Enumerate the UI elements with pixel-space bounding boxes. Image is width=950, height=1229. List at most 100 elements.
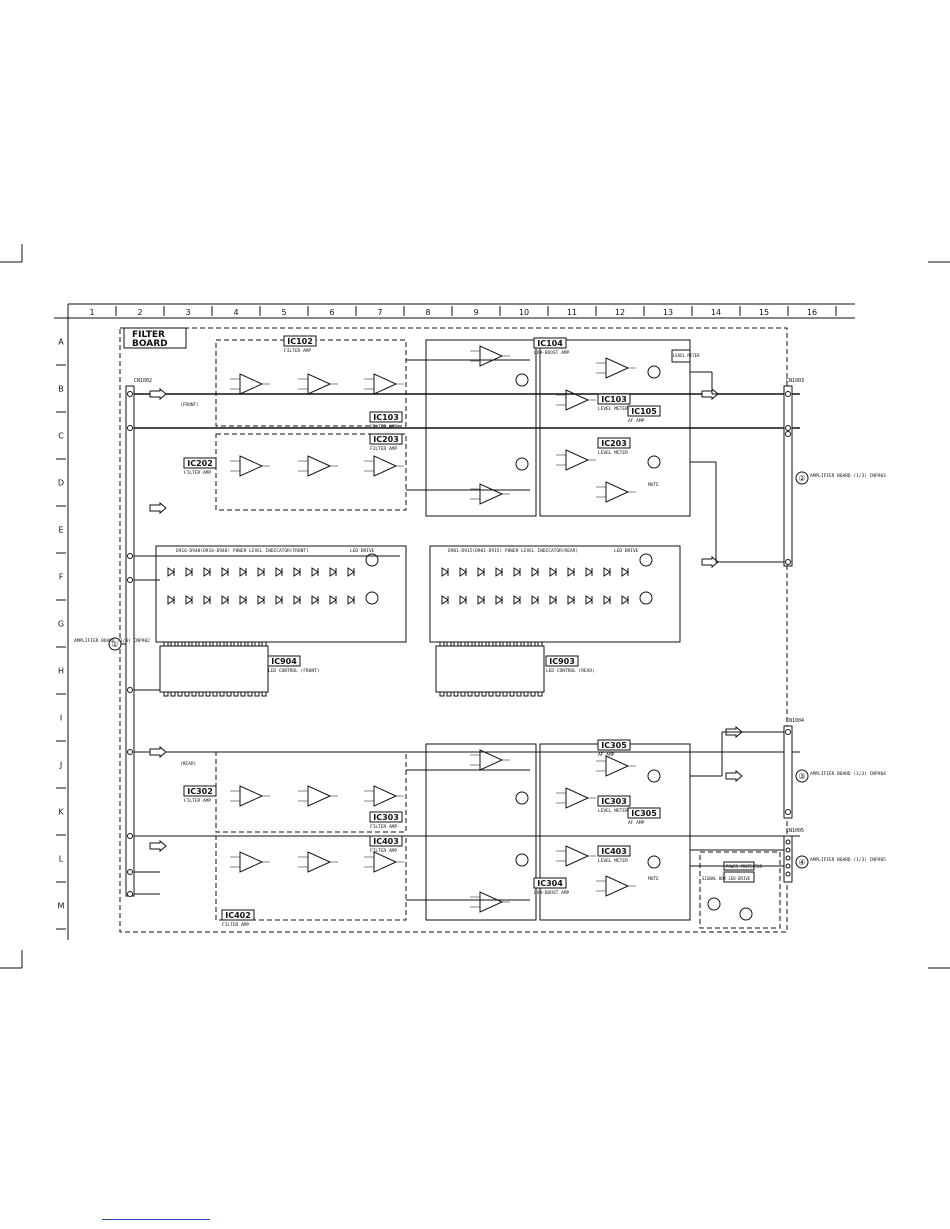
column-label: 5 xyxy=(281,308,286,317)
transistor-icon xyxy=(515,791,529,805)
ic-label: IC104 xyxy=(537,339,563,348)
ic-pin xyxy=(184,691,190,697)
op-amp-icon xyxy=(605,755,630,777)
row-label: G xyxy=(58,620,64,629)
right-connector-cn1004 xyxy=(783,725,793,819)
connector-tag-cn1003: CN1003 xyxy=(786,378,804,384)
ic-pin xyxy=(460,691,466,697)
ic-pin xyxy=(233,641,239,647)
ic-sublabel: FILTER AMP xyxy=(370,424,397,430)
led-icon xyxy=(585,567,593,577)
ic-pin xyxy=(481,641,487,647)
ic-pin xyxy=(502,641,508,647)
op-amp-icon xyxy=(239,785,264,807)
row-label: A xyxy=(58,338,64,347)
ic-label-box xyxy=(283,335,317,347)
op-amp-icon xyxy=(373,455,398,477)
ic-pin xyxy=(212,691,218,697)
op-amp-icon xyxy=(479,483,504,505)
footer-link-underline[interactable] xyxy=(102,1219,210,1220)
ic-pin xyxy=(226,641,232,647)
op-amp-icon xyxy=(605,357,630,379)
ic-label: IC402 xyxy=(225,911,251,920)
ic-pin xyxy=(254,641,260,647)
ic-sublabel: AF AMP xyxy=(628,820,645,826)
transistor-icon xyxy=(647,455,661,469)
transistor-icon xyxy=(515,457,529,471)
led-icon xyxy=(293,567,301,577)
ic-pin xyxy=(446,691,452,697)
led-icon xyxy=(603,595,611,605)
led-icon xyxy=(567,567,575,577)
row-label: K xyxy=(58,808,64,817)
ic-pin xyxy=(537,691,543,697)
led-matrix-rear xyxy=(429,545,681,693)
led-drive-rear-label: LED DRIVE xyxy=(614,548,639,554)
led-icon xyxy=(513,567,521,577)
board-outline xyxy=(119,327,788,933)
op-amp-icon xyxy=(239,373,264,395)
ic-pin xyxy=(439,641,445,647)
ic-pin xyxy=(495,691,501,697)
transistor-icon xyxy=(647,365,661,379)
led-icon xyxy=(477,595,485,605)
led-icon xyxy=(603,567,611,577)
led-icon xyxy=(167,567,175,577)
ic-pin xyxy=(233,691,239,697)
signal-arrow-icon xyxy=(725,769,743,783)
ic-sublabel: FILTER AMP xyxy=(184,470,211,476)
ic-pin xyxy=(198,641,204,647)
ic-sublabel: FILTER AMP xyxy=(284,348,311,354)
ic-label: IC203 xyxy=(601,439,627,448)
led-icon xyxy=(459,567,467,577)
led-icon xyxy=(329,595,337,605)
led-icon xyxy=(531,595,539,605)
led-icon xyxy=(495,567,503,577)
led-icon xyxy=(531,567,539,577)
ic-label-box xyxy=(533,877,567,889)
ic-pin xyxy=(191,641,197,647)
row-label: L xyxy=(59,855,64,864)
signal-arrow-icon xyxy=(701,555,719,569)
led-icon xyxy=(185,567,193,577)
ic-sublabel: LOW-BOOST AMP xyxy=(534,350,570,356)
op-amp-icon xyxy=(565,787,590,809)
led-icon xyxy=(329,567,337,577)
op-amp-icon xyxy=(605,481,630,503)
ic-label: IC305 xyxy=(601,741,627,750)
mute-rear-label: MUTE xyxy=(648,876,659,882)
ic-pin xyxy=(481,691,487,697)
transistor-icon xyxy=(639,553,653,567)
ic-pin xyxy=(184,641,190,647)
ic-label: IC904 xyxy=(271,657,297,666)
ic-sublabel: AF AMP xyxy=(598,752,615,758)
led-icon xyxy=(567,595,575,605)
column-label: 1 xyxy=(89,308,94,317)
ic-sublabel: LEVEL METER xyxy=(598,808,628,814)
ic-label: IC103 xyxy=(601,395,627,404)
ic-pin xyxy=(212,641,218,647)
ic-label-box xyxy=(183,457,217,469)
column-label: 15 xyxy=(759,308,769,317)
column-label: 10 xyxy=(519,308,529,317)
ic-pin xyxy=(254,691,260,697)
board-title-box xyxy=(123,327,187,349)
ic-label-box xyxy=(545,655,579,667)
front-meter-label: D916-D948(D916-D948) POWER LEVEL INDICAT… xyxy=(176,548,309,554)
ic-sublabel: LEVEL METER xyxy=(598,858,628,864)
op-amp-icon xyxy=(239,851,264,873)
led-icon xyxy=(203,567,211,577)
op-amp-icon xyxy=(605,875,630,897)
ic-sublabel: FILTER AMP xyxy=(370,848,397,854)
led-icon xyxy=(221,567,229,577)
row-label: J xyxy=(59,761,62,770)
ic-sublabel: FILTER AMP xyxy=(184,798,211,804)
ic-label: IC304 xyxy=(537,879,563,888)
front-label: (FRONT) xyxy=(180,402,199,408)
led-icon xyxy=(347,567,355,577)
led-icon xyxy=(585,595,593,605)
ic-label-box xyxy=(627,405,661,417)
led-icon xyxy=(221,595,229,605)
